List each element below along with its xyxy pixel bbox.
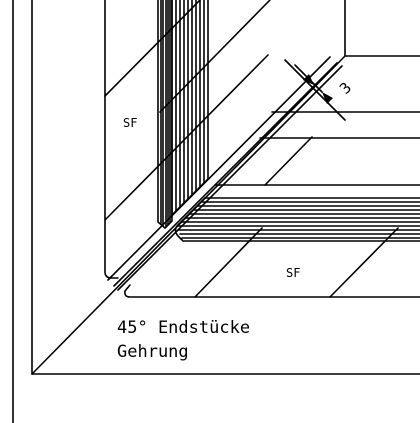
vertical-member-hatch-1 <box>104 54 269 221</box>
label-sf-vertical: SF <box>123 116 137 130</box>
dimension-label: 3 <box>336 79 355 98</box>
horizontal-member-hatch-1 <box>194 227 263 298</box>
label-sf-horizontal: SF <box>286 266 300 280</box>
vertical-member-hatch-2 <box>104 0 201 97</box>
vertical-member-hatch-3 <box>159 0 271 113</box>
horizontal-sf-member <box>124 284 420 298</box>
horizontal-member-hatch-2 <box>329 227 399 298</box>
miter-joint-line-3 <box>117 65 343 291</box>
vertical-sf-member <box>104 0 119 279</box>
gap-dimension <box>284 59 346 121</box>
vertical-end-pieces <box>157 0 209 229</box>
miter-joint-line-2 <box>113 62 338 287</box>
miter-joint-line-1 <box>107 56 331 281</box>
caption-line-1: 45° Endstücke <box>117 318 250 338</box>
caption-line-2: Gehrung <box>117 342 189 362</box>
horizontal-member-hatch-3 <box>264 136 313 186</box>
inner-frame <box>344 0 420 57</box>
horizontal-end-pieces <box>174 197 420 242</box>
